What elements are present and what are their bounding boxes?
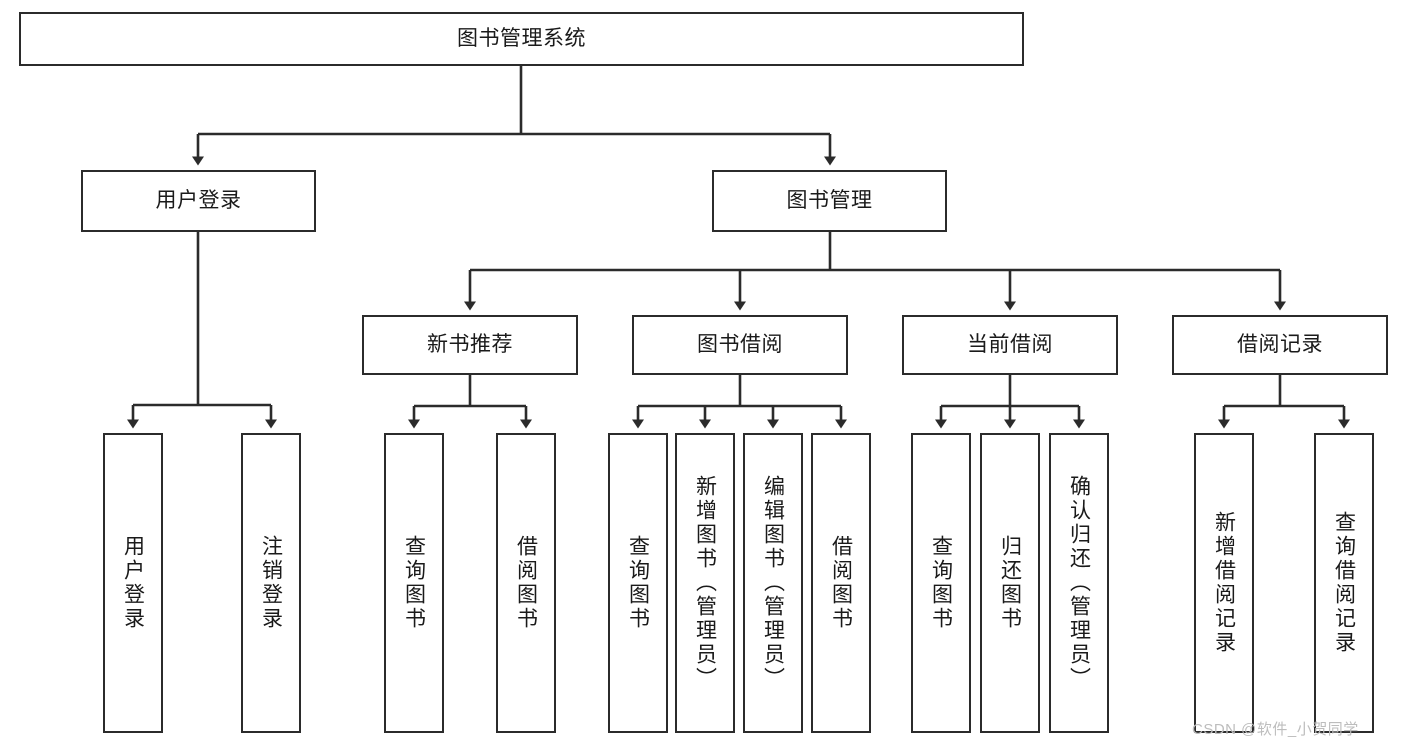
node-leaf-query-book-1[interactable]: 查询图书 [384,433,444,733]
node-leaf-add-record-label: 新增借阅记录 [1212,511,1236,655]
node-current-borrow[interactable]: 当前借阅 [902,315,1118,375]
node-root-label: 图书管理系统 [457,26,586,50]
node-leaf-query-book-3-label: 查询图书 [929,535,953,631]
node-book-borrow[interactable]: 图书借阅 [632,315,848,375]
node-leaf-query-book-3[interactable]: 查询图书 [911,433,971,733]
node-leaf-confirm-return-label: 确认归还（管理员） [1067,475,1091,691]
watermark-text: CSDN @软件_小贺同学 [1192,721,1359,738]
node-leaf-user-login[interactable]: 用户登录 [103,433,163,733]
node-leaf-add-book[interactable]: 新增图书（管理员） [675,433,735,733]
node-new-book-rec[interactable]: 新书推荐 [362,315,578,375]
node-leaf-borrow-book-1[interactable]: 借阅图书 [496,433,556,733]
node-leaf-return-book[interactable]: 归还图书 [980,433,1040,733]
node-book-mgmt-label: 图书管理 [786,188,873,212]
node-leaf-add-book-label: 新增图书（管理员） [693,475,717,691]
node-leaf-query-book-2[interactable]: 查询图书 [608,433,668,733]
node-leaf-logout-label: 注销登录 [259,535,283,631]
node-leaf-query-record-label: 查询借阅记录 [1332,511,1356,655]
node-borrow-record[interactable]: 借阅记录 [1172,315,1388,375]
node-book-borrow-label: 图书借阅 [697,332,783,356]
node-root[interactable]: 图书管理系统 [19,12,1024,66]
node-leaf-edit-book-label: 编辑图书（管理员） [761,475,785,691]
node-leaf-confirm-return[interactable]: 确认归还（管理员） [1049,433,1109,733]
node-leaf-borrow-book-1-label: 借阅图书 [514,535,538,631]
node-user-login-label: 用户登录 [155,188,242,212]
node-leaf-borrow-book-2-label: 借阅图书 [829,535,853,631]
node-leaf-user-login-label: 用户登录 [121,535,145,631]
node-leaf-query-book-2-label: 查询图书 [626,535,650,631]
node-current-borrow-label: 当前借阅 [967,332,1053,356]
node-new-book-rec-label: 新书推荐 [427,332,513,356]
node-leaf-borrow-book-2[interactable]: 借阅图书 [811,433,871,733]
node-book-mgmt[interactable]: 图书管理 [712,170,947,232]
node-leaf-query-record[interactable]: 查询借阅记录 [1314,433,1374,733]
node-leaf-return-book-label: 归还图书 [998,535,1022,631]
node-user-login[interactable]: 用户登录 [81,170,316,232]
node-leaf-logout[interactable]: 注销登录 [241,433,301,733]
node-leaf-edit-book[interactable]: 编辑图书（管理员） [743,433,803,733]
node-borrow-record-label: 借阅记录 [1237,332,1323,356]
node-leaf-query-book-1-label: 查询图书 [402,535,426,631]
node-leaf-add-record[interactable]: 新增借阅记录 [1194,433,1254,733]
